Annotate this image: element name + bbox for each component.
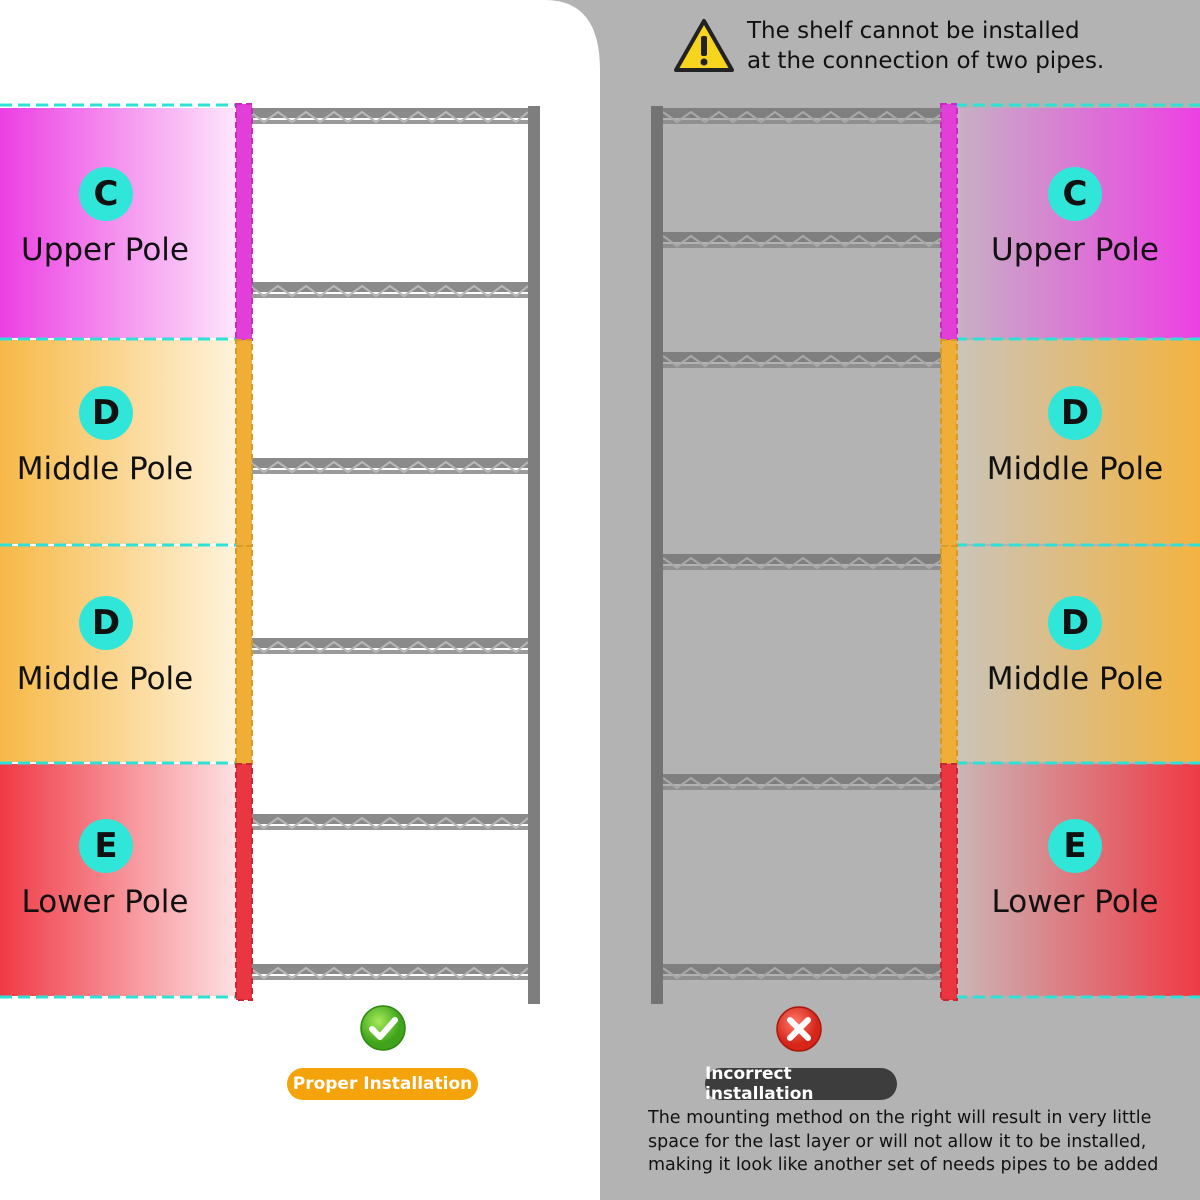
right-post-middle-1 (940, 339, 958, 547)
right-label-name-lower: Lower Pole (991, 884, 1159, 920)
left-label-name-upper: Upper Pole (21, 232, 189, 268)
left-zone-middle-1 (0, 340, 236, 544)
right-label-letter-lower: E (1048, 819, 1102, 873)
left-post-lower (235, 763, 253, 1001)
incorrect-installation-badge: Incorrect installation (705, 1064, 897, 1104)
left-zone-lower (0, 764, 236, 996)
left-label-name-middle-1: Middle Pole (16, 451, 194, 487)
left-label-letter-upper: C (79, 167, 133, 221)
right-label-name-middle-1: Middle Pole (986, 451, 1164, 487)
left-label-name-middle-2: Middle Pole (16, 661, 194, 697)
left-post-middle-1 (235, 339, 253, 547)
right-label-letter-middle-2: D (1048, 596, 1102, 650)
warning-line-2: at the connection of two pipes. (747, 48, 1105, 74)
left-label-letter-middle-1: D (79, 386, 133, 440)
right-label-name-upper: Upper Pole (991, 232, 1159, 268)
proper-installation-badge: Proper Installation (287, 1068, 478, 1100)
left-shelves (249, 108, 529, 124)
cross-icon (776, 1006, 822, 1052)
left-label-letter-middle-2: D (79, 596, 133, 650)
left-label-letter-lower: E (79, 819, 133, 873)
right-post-lower (940, 763, 958, 1001)
right-shelf-unit (651, 103, 958, 1004)
right-label-letter-middle-1: D (1048, 386, 1102, 440)
left-zone-middle-2 (0, 546, 236, 762)
left-shelf-unit (235, 103, 540, 1004)
right-zone-lower (957, 764, 1200, 996)
check-icon (360, 1005, 406, 1051)
right-zone-middle-1 (957, 340, 1200, 544)
right-post-middle-2 (940, 545, 958, 765)
incorrect-installation-note: The mounting method on the right will re… (648, 1108, 1159, 1175)
guide-lines (0, 103, 1200, 999)
warning-line-1: The shelf cannot be installed (747, 18, 1080, 44)
left-post-upper (235, 103, 253, 341)
left-zone-upper (0, 108, 236, 338)
right-label-letter-upper: C (1048, 167, 1102, 221)
warning-icon (674, 19, 734, 72)
right-zone-upper (957, 108, 1200, 338)
left-label-name-lower: Lower Pole (21, 884, 189, 920)
right-post-upper (940, 103, 958, 341)
right-zone-middle-2 (957, 546, 1200, 762)
left-post-middle-2 (235, 545, 253, 765)
right-label-name-middle-2: Middle Pole (986, 661, 1164, 697)
warning-message: The shelf cannot be installed at the con… (747, 16, 1187, 76)
